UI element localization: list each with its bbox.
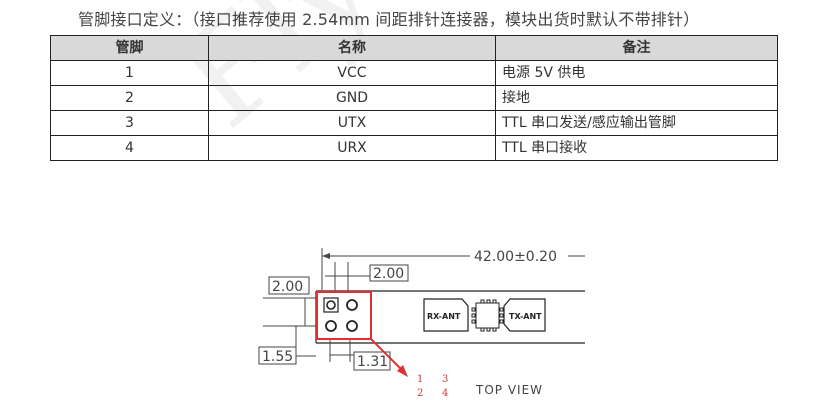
cell-pin: 4 — [50, 135, 209, 161]
cell-note: 接地 — [495, 85, 778, 111]
rx-antenna-pad — [423, 298, 469, 332]
pin-number-2: 2 — [417, 388, 423, 399]
dimension-pitch-top — [325, 262, 409, 292]
cell-name: UTX — [208, 110, 496, 136]
dimension-edge-bottom-label: 1.31 — [357, 354, 388, 370]
table-row: 4 URX TTL 串口接收 — [50, 135, 778, 161]
cell-note: TTL 串口接收 — [495, 135, 778, 161]
header-note: 备注 — [495, 35, 778, 61]
dimension-edge-left — [258, 326, 316, 365]
dimension-pitch-top-label: 2.00 — [373, 266, 404, 282]
table-header-row: 管脚 名称 备注 — [50, 35, 778, 61]
interface-definition-heading: 管脚接口定义：（接口推荐使用 2.54mm 间距排针连接器，模块出货时默认不带排… — [78, 10, 700, 29]
dimension-total-label: 42.00±0.20 — [474, 249, 557, 265]
cell-pin: 2 — [50, 85, 209, 111]
pin-definition-table: 管脚 名称 备注 1 VCC 电源 5V 供电 2 GND 接地 3 UTX T… — [50, 35, 778, 161]
header-name: 名称 — [208, 35, 496, 61]
dimension-edge-bottom — [329, 338, 391, 371]
pin-number-3: 3 — [442, 374, 448, 385]
cell-pin: 3 — [50, 110, 209, 136]
dimension-pitch-left — [263, 276, 318, 327]
table-row: 1 VCC 电源 5V 供电 — [50, 60, 778, 86]
top-view-label: TOP VIEW — [475, 383, 543, 397]
dimension-edge-left-label: 1.55 — [262, 349, 293, 365]
tx-antenna-pad — [503, 298, 546, 332]
pin-number-1: 1 — [417, 374, 423, 385]
table-row: 3 UTX TTL 串口发送/感应输出管脚 — [50, 110, 778, 136]
highlight-arrowhead — [397, 365, 408, 377]
dimension-total-length — [321, 248, 585, 290]
header-pins — [323, 297, 358, 332]
tx-antenna-label: TX-ANT — [509, 312, 542, 321]
chip-footprint — [471, 299, 504, 332]
highlight-arrow — [370, 338, 405, 373]
table-row: 2 GND 接地 — [50, 85, 778, 111]
cell-name: URX — [208, 135, 496, 161]
cell-note: 电源 5V 供电 — [495, 60, 778, 86]
rx-antenna-label: RX-ANT — [427, 312, 461, 321]
cell-note: TTL 串口发送/感应输出管脚 — [495, 110, 778, 136]
dimension-pitch-left-label: 2.00 — [272, 279, 303, 295]
pin-number-4: 4 — [442, 388, 448, 399]
pin-highlight-box — [316, 291, 372, 340]
cell-name: VCC — [208, 60, 496, 86]
